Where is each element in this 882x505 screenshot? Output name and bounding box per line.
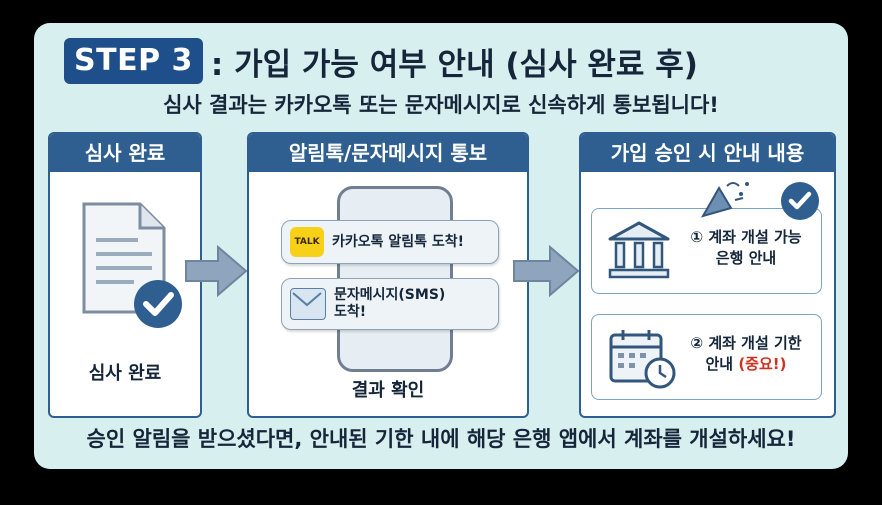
important-label: (중요!) <box>738 355 787 373</box>
document-check-icon <box>82 202 182 328</box>
guide-item-1-line-2: 은행 안내 <box>715 249 777 267</box>
info-card: STEP 3 : 가입 가능 여부 안내 (심사 완료 후) 심사 결과는 카카… <box>34 23 848 469</box>
kakao-talk-icon: TALK <box>290 227 324 257</box>
guide-item-2-line-2: 안내 <box>705 355 739 373</box>
kakao-message-bubble: TALK 카카오톡 알림톡 도착! <box>281 220 499 264</box>
sms-line-2: 도착! <box>334 304 367 320</box>
title-row: STEP 3 : 가입 가능 여부 안내 (심사 완료 후) <box>64 36 698 86</box>
review-caption: 심사 완료 <box>88 363 162 384</box>
subtitle: 심사 결과는 카카오톡 또는 문자메시지로 신속하게 통보됩니다! <box>163 93 719 117</box>
mail-icon <box>290 288 326 320</box>
panel-review-complete: 심사 완료 심사 완료 <box>48 132 202 418</box>
panel-notification: 알림톡/문자메시지 통보 TALK 카카오톡 알림톡 도착! 문자메시지(SMS… <box>247 132 529 418</box>
check-circle-icon <box>781 182 819 220</box>
calendar-clock-icon <box>609 330 676 389</box>
arrow-right-icon <box>513 245 580 297</box>
panel-approval-guide: 가입 승인 시 안내 내용 ① 계좌 개설 가능 은행 안내 <box>579 132 836 418</box>
sms-line-1: 문자메시지(SMS) <box>334 287 446 303</box>
step-badge: STEP 3 <box>64 38 203 84</box>
panel-heading: 가입 승인 시 안내 내용 <box>581 134 834 172</box>
sms-message-bubble: 문자메시지(SMS) 도착! <box>281 278 499 330</box>
arrow-right-icon <box>185 245 248 297</box>
guide-item-deadline: ② 계좌 개설 기한 안내 (중요!) <box>591 314 822 400</box>
guide-item-bank: ① 계좌 개설 가능 은행 안내 <box>591 208 822 294</box>
footer-instruction: 승인 알림을 받으셨다면, 안내된 기한 내에 해당 은행 앱에서 계좌를 개설… <box>86 427 796 451</box>
page-title: : 가입 가능 여부 안내 (심사 완료 후) <box>210 46 698 83</box>
party-popper-icon <box>700 182 749 218</box>
panel-heading: 알림톡/문자메시지 통보 <box>249 134 527 172</box>
panel-heading: 심사 완료 <box>50 134 200 172</box>
guide-item-2-line-1: ② 계좌 개설 기한 <box>690 334 802 352</box>
kakao-message-text: 카카오톡 알림톡 도착! <box>332 233 465 250</box>
notify-caption: 결과 확인 <box>351 380 425 401</box>
guide-item-1-line-1: ① 계좌 개설 가능 <box>690 228 802 246</box>
bank-icon <box>608 221 670 279</box>
